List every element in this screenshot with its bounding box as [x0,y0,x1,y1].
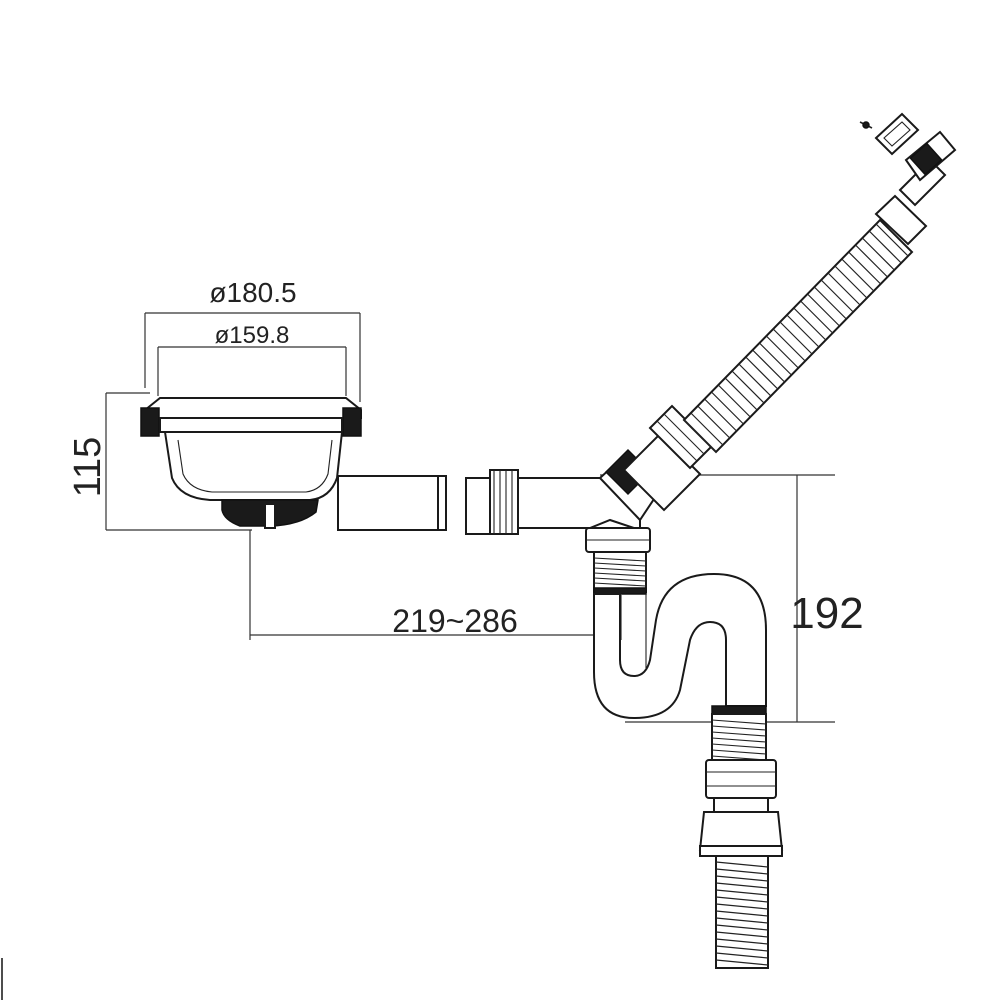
strainer-basket [140,397,362,529]
overflow-hose [622,112,957,512]
dimension-height: 115 [67,392,252,531]
drain-outlet-hose [715,855,769,969]
inner-diameter-label: ø159.8 [215,322,290,349]
screw-icon [859,121,873,129]
horizontal-outlet-pipe [337,475,447,531]
trap-nut [585,527,651,553]
dimension-offset-range: 219~286 [249,530,622,640]
trap-height-label: 192 [790,589,863,638]
outer-diameter-label: ø180.5 [209,277,296,308]
overflow-hose-corrugations [683,223,909,453]
s-trap-body [593,572,767,720]
dimension-outer-diameter: ø180.5 [144,277,361,402]
height-label: 115 [67,437,109,498]
trap-threaded-neck [593,551,647,595]
dimension-inner-diameter: ø159.8 [157,322,347,396]
offset-range-label: 219~286 [392,603,517,639]
connection-coupling [465,469,519,535]
trap-lower-coupling [698,705,784,857]
